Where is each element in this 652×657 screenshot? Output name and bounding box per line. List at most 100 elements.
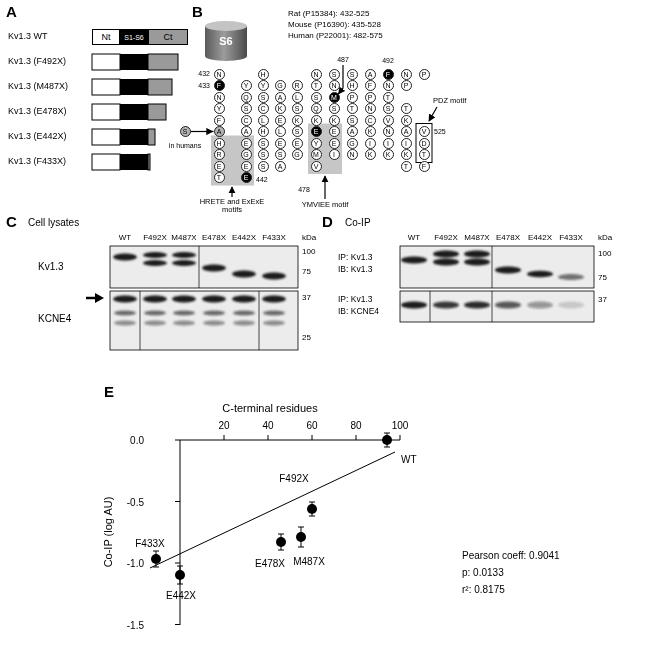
western-blot <box>492 246 493 288</box>
motif-label: HRETE and ExExE motifs <box>199 198 265 215</box>
panel-letter: E <box>104 384 114 401</box>
node-text: A <box>278 94 283 101</box>
residue-circle: N <box>401 69 412 80</box>
residue-circle: C <box>365 115 376 126</box>
residue-circle: Y <box>241 80 252 91</box>
residue-circle: P <box>419 69 430 80</box>
pointer-arrow <box>231 187 232 197</box>
tick-label: 100 <box>392 420 409 431</box>
node-text: P <box>350 94 355 101</box>
node-text: K <box>332 117 337 124</box>
mw-marker: 25 <box>302 334 311 343</box>
node-text: F <box>368 82 372 89</box>
western-blot <box>86 297 96 300</box>
western-blot <box>232 296 256 303</box>
scatter-plot <box>175 570 185 580</box>
blot-row-label: IP: Kv1.3 <box>338 253 373 262</box>
residue-circle: S <box>258 92 269 103</box>
mw-marker: 37 <box>598 296 607 305</box>
node-text: R <box>216 151 221 158</box>
node-text: K <box>295 117 300 124</box>
node-text: S1-S6 <box>124 34 143 41</box>
node-text: L <box>278 128 282 135</box>
node-text: I <box>405 140 407 147</box>
western-blot <box>144 321 166 326</box>
node-text: V <box>386 117 391 124</box>
residue-circle: F <box>214 115 225 126</box>
lane-label: E442X <box>232 234 256 243</box>
residue-circle: C <box>258 103 269 114</box>
lane-label: F433X <box>559 234 583 243</box>
point-label: F492X <box>279 473 308 484</box>
residue-circle: K <box>329 115 340 126</box>
scatter-plot <box>298 527 304 528</box>
western-blot <box>401 302 427 309</box>
western-blot <box>232 271 256 278</box>
residue-circle: T <box>401 161 412 172</box>
scatter-plot <box>153 433 390 584</box>
residue-circle: T <box>311 80 322 91</box>
scatter-plot <box>175 501 180 502</box>
western-blot <box>114 311 136 316</box>
residue-circle: E <box>275 115 286 126</box>
residue-circle: H <box>258 69 269 80</box>
mw-marker: 100 <box>302 248 315 257</box>
residue-circle: S <box>383 103 394 114</box>
point-label: E478X <box>255 558 285 569</box>
node-text: S6 <box>219 36 232 47</box>
residue-circle: Y <box>258 80 269 91</box>
lane-label: F433X <box>262 234 286 243</box>
mw-marker: 37 <box>302 294 311 303</box>
connector-arrow <box>191 131 214 132</box>
tick-label: 20 <box>218 420 229 431</box>
residue-circle: N <box>311 69 322 80</box>
residue-circle: M <box>311 149 322 160</box>
residue-circle: I <box>329 149 340 160</box>
scatter-plot <box>224 435 225 440</box>
residue-circle: A <box>275 92 286 103</box>
accession-range: Rat (P15384): 432-525 <box>288 10 369 19</box>
western-blot <box>199 246 200 288</box>
residue-circle: K <box>401 115 412 126</box>
node-text: I <box>387 140 389 147</box>
node-text: F <box>386 71 390 78</box>
motif-label: YMVIEE motif <box>302 201 349 209</box>
western-blot <box>558 302 584 309</box>
node-text: E <box>278 140 283 147</box>
western-blot <box>430 291 431 322</box>
western-blot <box>202 265 226 272</box>
node-text: N <box>385 82 390 89</box>
node-text: L <box>261 117 265 124</box>
point-label: F433X <box>135 538 164 549</box>
point-label: M487X <box>293 556 325 567</box>
truncated-construct-bar <box>92 79 120 95</box>
node-text: M <box>331 94 337 101</box>
residue-circle: F <box>365 80 376 91</box>
residue-circle: E <box>241 138 252 149</box>
tick-label: 80 <box>350 420 361 431</box>
western-blot <box>527 302 553 309</box>
node-text: N <box>367 105 372 112</box>
residue-circle: A <box>214 126 225 137</box>
n-terminus-segment: Nt <box>92 29 120 45</box>
truncated-construct-bar <box>92 54 178 170</box>
western-blot <box>173 321 195 326</box>
residue-circle: H <box>258 126 269 137</box>
node-text: S <box>261 151 266 158</box>
scatter-plot <box>382 435 392 445</box>
scatter-plot <box>298 547 304 548</box>
residue-number: 433 <box>198 82 210 90</box>
node-text: D <box>421 140 426 147</box>
scatter-plot <box>307 504 317 514</box>
residue-circle: F <box>419 161 430 172</box>
mw-unit: kDa <box>302 234 316 243</box>
node-text: A <box>278 163 283 170</box>
node-text: S <box>278 151 283 158</box>
residue-circle: N <box>347 149 358 160</box>
construct-name: Kv1.3 (F433X) <box>8 157 66 167</box>
residue-circle: A <box>365 69 376 80</box>
construct-name: Kv1.3 (E478X) <box>8 107 67 117</box>
residue-number: 492 <box>382 57 394 65</box>
scatter-plot <box>175 624 180 625</box>
node-text: E <box>295 140 300 147</box>
